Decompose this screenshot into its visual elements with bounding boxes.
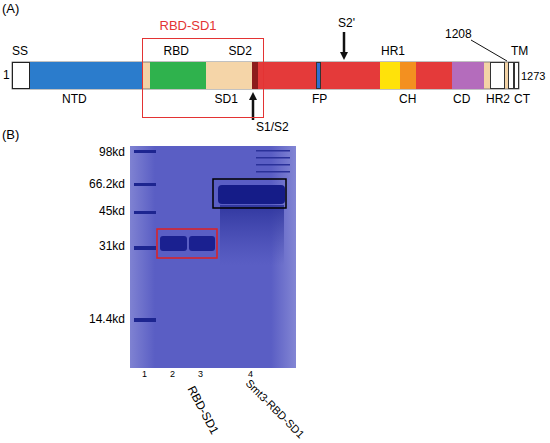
marker-size: 66.2kd bbox=[89, 178, 125, 191]
marker-size: 98kd bbox=[99, 146, 125, 159]
leader-line bbox=[471, 40, 507, 61]
lane-number: 3 bbox=[198, 370, 203, 380]
ct-domain: CT bbox=[514, 62, 519, 89]
sds-page-gel bbox=[130, 146, 296, 368]
rbd-domain: RBD bbox=[150, 62, 206, 89]
cleavage-site: S1/S2 bbox=[256, 121, 289, 134]
residue-number: 1 bbox=[3, 69, 10, 82]
fusion-peptide: FP bbox=[316, 62, 321, 89]
panel-label: (B) bbox=[2, 128, 19, 142]
region-outline: RBD-SD1RBDSD2SD1 bbox=[142, 38, 264, 118]
ch-domain: CH bbox=[400, 62, 416, 89]
domain-label: RBD bbox=[164, 45, 189, 58]
marker-size: 45kd bbox=[99, 205, 125, 218]
cd-domain: CD bbox=[452, 62, 484, 89]
hr1-domain: HR1 bbox=[380, 62, 400, 89]
domain-bar bbox=[12, 62, 519, 89]
residue-number: 1273 bbox=[521, 70, 545, 82]
lane-number: 2 bbox=[170, 370, 175, 380]
ntd-domain: NTD bbox=[30, 62, 142, 89]
marker-size: 14.4kd bbox=[89, 313, 125, 326]
domain-label: RBD-SD1 bbox=[160, 19, 217, 33]
domain-label: SS bbox=[12, 45, 28, 58]
signal-sequence-box: SS bbox=[12, 62, 30, 89]
cleavage-arrow bbox=[253, 32, 344, 120]
domain-label: CT bbox=[514, 93, 530, 106]
domain-label: SD2 bbox=[229, 45, 252, 58]
domain-label: CD bbox=[453, 93, 470, 106]
sd-domain: SD2SD1 bbox=[206, 62, 252, 89]
domain-label: NTD bbox=[62, 93, 87, 106]
domain-label: HR2 bbox=[486, 93, 510, 106]
lane-label: Smt3-RBD-SD1 bbox=[243, 377, 306, 440]
lane-label: RBD-SD1 bbox=[184, 384, 220, 437]
domain-label: TM bbox=[511, 45, 528, 58]
domain-label: FP bbox=[312, 93, 327, 106]
domain-label: HR1 bbox=[381, 45, 405, 58]
domain-label: SD1 bbox=[215, 93, 238, 106]
lane-number: 1 bbox=[142, 370, 147, 380]
domain-label: CH bbox=[399, 93, 416, 106]
panel-label: (A) bbox=[2, 2, 19, 16]
residue-number: 1208 bbox=[445, 28, 472, 41]
hr2-domain: HR2 bbox=[490, 62, 505, 89]
cleavage-site: S2' bbox=[338, 17, 355, 30]
marker-size: 31kd bbox=[99, 240, 125, 253]
